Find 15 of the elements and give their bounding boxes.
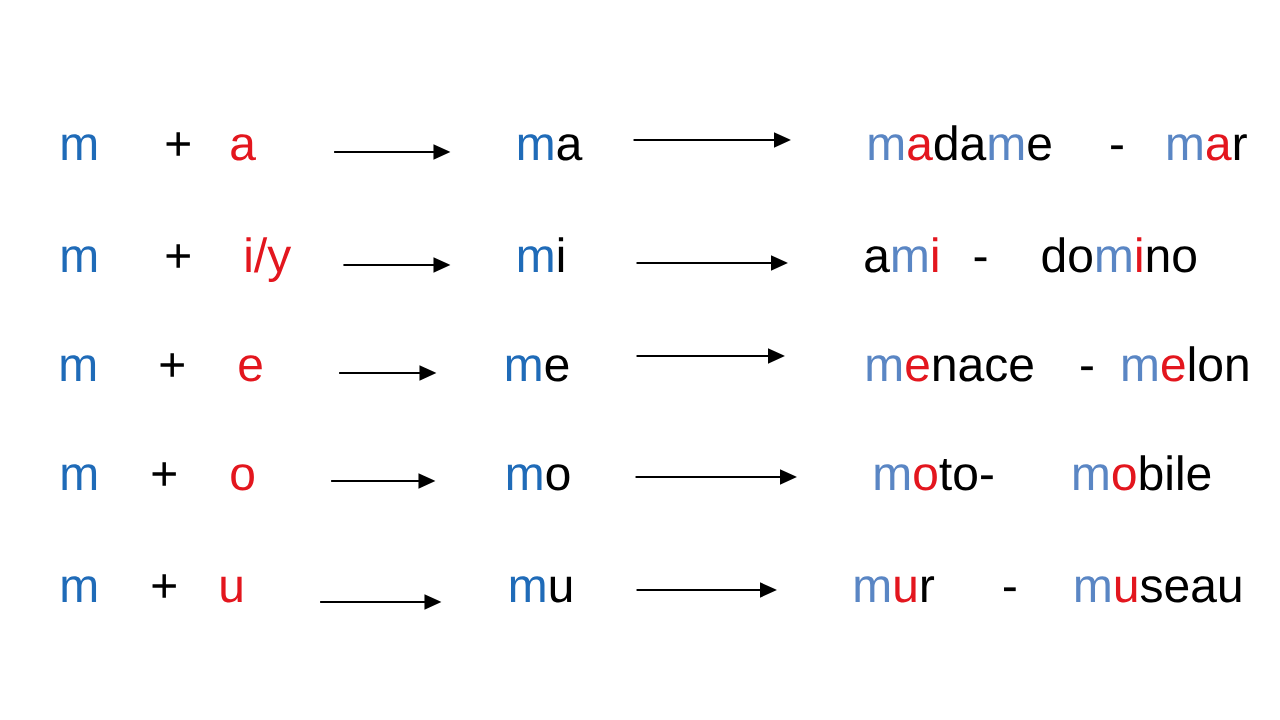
example-words: mur - museau [855, 576, 1241, 603]
syllable-text: mo [507, 464, 570, 491]
syllable-text: me [506, 355, 569, 382]
syllable-text: mi [518, 237, 564, 272]
example-words: ami - domino [865, 237, 1196, 273]
letter-sum: m + u [62, 574, 242, 603]
letter-sum: m + e [61, 353, 262, 382]
letter-sum: m + o [62, 462, 254, 491]
syllable-text: mu [510, 576, 572, 603]
example-words: madame - mar [869, 125, 1247, 161]
example-words: moto- mobile [875, 455, 1211, 491]
example-words: menace - melon [867, 346, 1248, 382]
syllable-text: ma [518, 134, 583, 161]
letter-sum: m + a [62, 132, 256, 161]
letter-sum: m + i/y [62, 237, 292, 282]
